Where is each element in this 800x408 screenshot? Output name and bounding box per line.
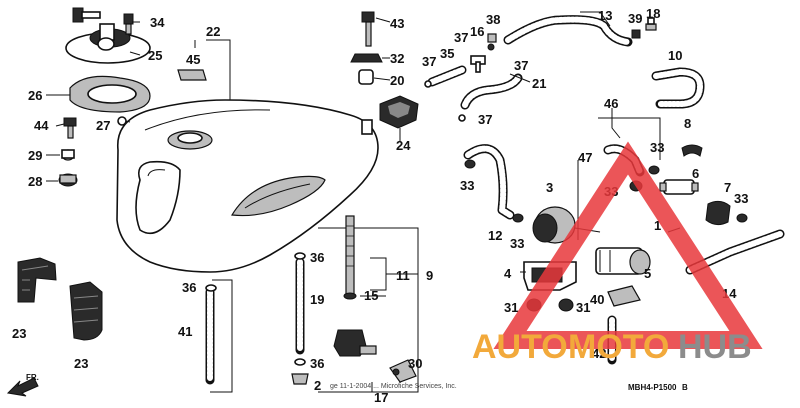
callout-15: 15: [364, 288, 378, 303]
diagram-code: MBH4-P1500: [628, 383, 677, 392]
clamp-8: [681, 144, 703, 157]
callout-8: 8: [684, 116, 691, 131]
fuel-cap-assembly: [65, 7, 151, 64]
callout-35: 35: [440, 46, 454, 61]
callout-33-b: 33: [460, 178, 474, 193]
callout-28: 28: [28, 174, 42, 189]
clip-37: [424, 80, 466, 122]
collar-20: [358, 69, 374, 85]
callout-37-d: 37: [478, 112, 492, 127]
automotohub-watermark: AUTO MOTO HUB: [472, 141, 763, 366]
clips-36: [205, 252, 306, 366]
hose-13: [503, 15, 633, 47]
breather-hose-21: [460, 73, 523, 110]
callout-26: 26: [28, 88, 42, 103]
mount-rubber-24: [379, 95, 419, 129]
callout-37-b: 37: [454, 30, 468, 45]
watermark-auto: AUTO: [472, 328, 568, 366]
diagram-code-suffix: B: [682, 383, 688, 392]
callout-47: 47: [578, 150, 592, 165]
washer-32: [350, 53, 383, 63]
callout-25: 25: [148, 48, 162, 63]
callout-13: 13: [598, 8, 612, 23]
callout-23-a: 23: [12, 326, 26, 341]
callout-37-a: 37: [422, 54, 436, 69]
small-parts-left: [58, 116, 127, 187]
cap-seat-26: [69, 75, 151, 113]
lead-line-41: [210, 279, 233, 393]
callout-39: 39: [628, 11, 642, 26]
callout-18: 18: [646, 6, 660, 21]
callout-1: 1: [654, 218, 661, 233]
fuel-hose-12: [463, 144, 515, 220]
callout-30: 30: [408, 356, 422, 371]
callout-31-a: 31: [504, 300, 518, 315]
callout-33-c: 33: [510, 236, 524, 251]
callout-34: 34: [150, 15, 165, 30]
bracket-40: [607, 285, 641, 307]
watermark-hub: HUB: [678, 328, 752, 366]
three-way-joint-16: [470, 33, 497, 73]
callout-19: 19: [310, 292, 324, 307]
fuel-pump-3: [532, 206, 576, 244]
callout-38: 38: [486, 12, 500, 27]
callout-24: 24: [396, 138, 411, 153]
small-fittings-39-18: [631, 17, 657, 39]
callout-42: 42: [592, 346, 606, 361]
joint-2: [291, 373, 309, 385]
rubber-pad-23-upper: [17, 257, 57, 303]
callout-43: 43: [390, 16, 404, 31]
callout-31-b: 31: [576, 300, 590, 315]
bolt-43: [361, 11, 375, 47]
fuel-tank-22: [116, 99, 379, 273]
callout-44: 44: [34, 118, 49, 133]
callout-32: 32: [390, 51, 404, 66]
callout-10: 10: [668, 48, 682, 63]
callout-27: 27: [96, 118, 110, 133]
callout-36-c: 36: [310, 356, 324, 371]
hose-10: [651, 67, 705, 109]
holder-7: [705, 200, 731, 226]
callout-17: 17: [374, 390, 388, 405]
callout-labels: 34 25 22 45 26 44 27 29 28 43 32 20 24 3…: [12, 6, 748, 405]
callout-41: 41: [178, 324, 192, 339]
callout-2: 2: [314, 378, 321, 393]
callout-20: 20: [390, 73, 404, 88]
callout-11: 11: [396, 268, 410, 283]
callout-33-e: 33: [734, 191, 748, 206]
callout-46: 46: [604, 96, 618, 111]
callout-4: 4: [504, 266, 512, 281]
callout-3: 3: [546, 180, 553, 195]
fuel-cut-relay-5: [595, 247, 651, 275]
callout-37-c: 37: [514, 58, 528, 73]
callout-7: 7: [724, 180, 731, 195]
callout-6: 6: [692, 166, 699, 181]
emblem-sticker-45: [177, 69, 207, 81]
callout-40: 40: [590, 292, 604, 307]
hose-35: [427, 65, 467, 87]
callout-33-a: 33: [650, 140, 664, 155]
callout-12: 12: [488, 228, 502, 243]
callout-5: 5: [644, 266, 651, 281]
callout-29: 29: [28, 148, 42, 163]
fuel-valve-assembly-11: [333, 215, 377, 357]
rubber-pad-23-lower: [69, 281, 103, 341]
callout-36-a: 36: [310, 250, 324, 265]
callout-16: 16: [470, 24, 484, 39]
callout-45: 45: [186, 52, 200, 67]
bolt-34: [123, 13, 134, 35]
callout-36-b: 36: [182, 280, 196, 295]
callout-23-b: 23: [74, 356, 88, 371]
callout-22: 22: [206, 24, 220, 39]
callout-9: 9: [426, 268, 433, 283]
fuel-filter-6: [659, 179, 699, 195]
watermark-moto: MOTO: [568, 328, 669, 366]
callout-21: 21: [532, 76, 546, 91]
front-direction-arrow: [6, 377, 39, 397]
frame-bracket-9: [318, 227, 419, 393]
copyright-line: ge 11-1-2004 ... Microfiche Services, In…: [330, 383, 457, 390]
front-label: FR.: [26, 373, 39, 382]
knob-30: [389, 359, 417, 383]
